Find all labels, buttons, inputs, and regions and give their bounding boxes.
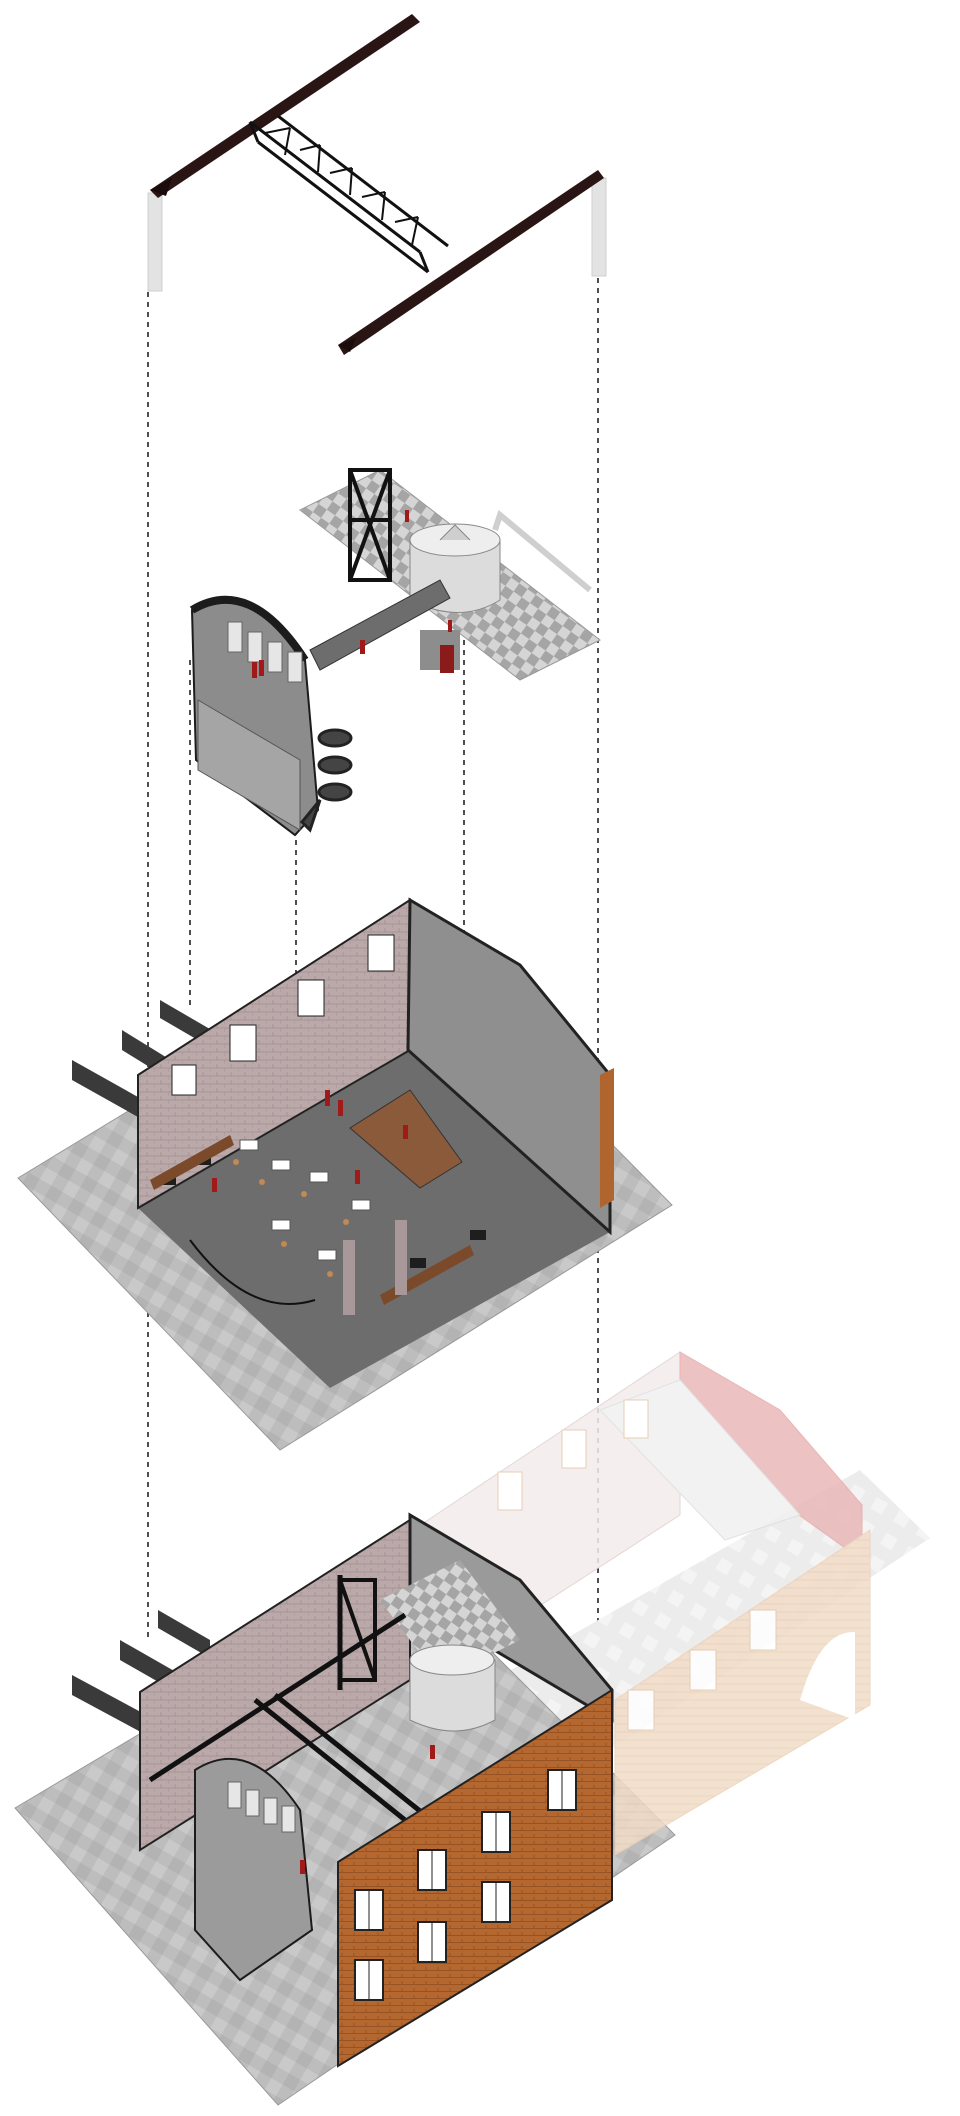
floor-curve: [189, 1239, 316, 1305]
ghost-arch: [800, 1631, 855, 1720]
mezzanine-layer: [189, 468, 601, 837]
bar-counter-upper: [420, 630, 460, 673]
brew-tanks: [227, 621, 303, 683]
ghost-roof-plane: [599, 1379, 801, 1541]
figures-mezzanine: [252, 510, 452, 678]
ground-floor-layer: [17, 897, 673, 1451]
column-right: [591, 177, 607, 277]
interior-floor: [138, 1050, 610, 1388]
walkway-bridge: [309, 579, 451, 671]
figures-assembled: [300, 1745, 435, 1874]
spiral-stair: [299, 728, 353, 833]
roof-truss-layer: [147, 14, 607, 355]
ghost-long-wall: [614, 1529, 871, 1856]
assembled-checker-floor: [380, 1560, 520, 1680]
column-left: [147, 192, 163, 292]
brewery-block: [189, 595, 353, 837]
stair-tower: [348, 468, 392, 582]
windows-ground: [171, 934, 395, 1096]
steel-beam-upper: [150, 14, 420, 198]
assembled-tank: [409, 1644, 496, 1732]
truss: [248, 114, 449, 274]
assembled-stair-tower: [338, 1578, 377, 1682]
assembled-building-layer: [14, 1351, 930, 2106]
orange-brick-facade: [337, 1688, 613, 2068]
assembled-brewery: [194, 1757, 314, 1982]
pilasters: [343, 1220, 407, 1315]
pipe: [492, 509, 592, 593]
figures-ground: [212, 1090, 408, 1192]
steel-beam-lower: [338, 170, 604, 355]
ghost-windows: [497, 1399, 777, 1731]
orange-edge-wall: [600, 1068, 614, 1208]
